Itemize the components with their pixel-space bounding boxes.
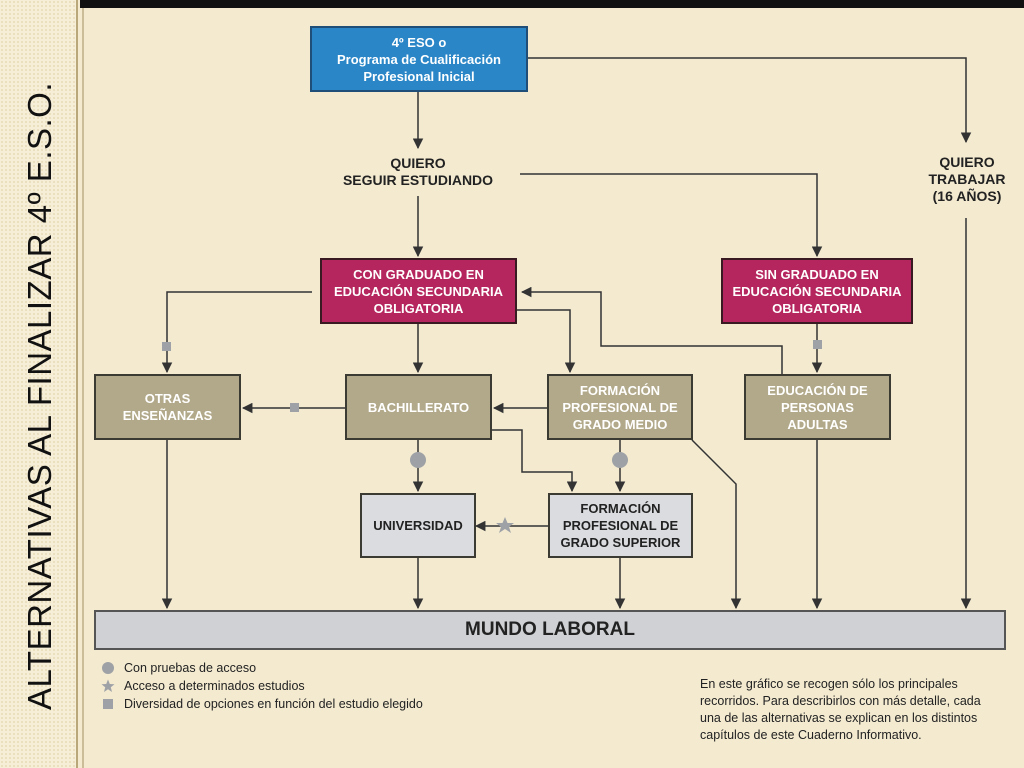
legend-item-access-studies: Acceso a determinados estudios — [100, 678, 305, 694]
node-fp-grado-medio: FORMACIÓN PROFESIONAL DE GRADO MEDIO — [547, 374, 693, 440]
node-mundo-laboral: MUNDO LABORAL — [94, 610, 1006, 650]
link-start-trabajar — [527, 57, 972, 144]
footnote: En este gráfico se recogen sólo los prin… — [700, 677, 981, 742]
top-border — [80, 0, 1024, 8]
circle-icon — [100, 660, 116, 676]
sidebar: ALTERNATIVAS AL FINALIZAR 4º E.S.O. — [0, 0, 78, 768]
link-con-fpmedio — [517, 309, 576, 374]
node-con-graduado: CON GRADUADO EN EDUCACIÓN SECUNDARIA OBL… — [320, 258, 517, 324]
node-quiero-trabajar: QUIERO TRABAJAR (16 AÑOS) — [928, 153, 1006, 204]
access-star-marker — [496, 517, 514, 533]
node-fp-grado-superior: FORMACIÓN PROFESIONAL DE GRADO SUPERIOR — [548, 493, 693, 558]
legend-item-access-test: Con pruebas de acceso — [100, 660, 256, 676]
node-otras-ensenanzas: OTRAS ENSEÑANZAS — [94, 374, 241, 440]
diversity-square-marker — [813, 340, 822, 349]
link-fpmedio-mundo — [691, 439, 742, 610]
node-quiero-seguir-estudiando: QUIERO SEGUIR ESTUDIANDO — [342, 155, 494, 188]
legend-label: Acceso a determinados estudios — [124, 679, 305, 693]
link-seguir-sin — [520, 173, 823, 258]
link-con-otras — [161, 291, 312, 374]
legend-label: Con pruebas de acceso — [124, 661, 257, 675]
access-test-circle-marker — [612, 452, 628, 468]
node-universidad: UNIVERSIDAD — [360, 493, 476, 558]
diversity-square-marker — [290, 403, 299, 412]
legend-label: Diversidad de opciones en función del es… — [124, 697, 423, 711]
access-test-circle-marker — [410, 452, 426, 468]
node-bachillerato: BACHILLERATO — [345, 374, 492, 440]
legend-item-diversity: Diversidad de opciones en función del es… — [100, 696, 423, 712]
node-sin-graduado: SIN GRADUADO EN EDUCACIÓN SECUNDARIA OBL… — [721, 258, 913, 324]
link-bach-fpsup — [491, 429, 578, 493]
square-icon — [100, 696, 116, 712]
link-adultos-con — [520, 286, 783, 374]
star-icon — [100, 678, 116, 694]
node-educacion-adultos: EDUCACIÓN DE PERSONAS ADULTAS — [744, 374, 891, 440]
node-4eso-pcpi: 4º ESO o Programa de Cualificación Profe… — [310, 26, 528, 92]
diversity-square-marker — [162, 342, 171, 351]
